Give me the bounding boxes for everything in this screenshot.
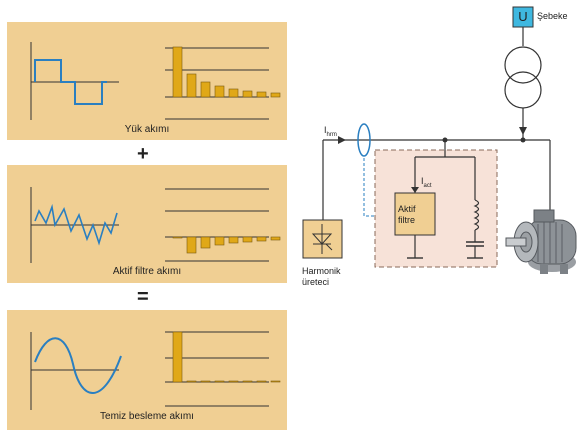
- load-spectrum-bar: [214, 85, 225, 98]
- active-current-main: I: [421, 176, 424, 186]
- load-spectrum-bar: [200, 81, 211, 98]
- active-current-label: Iact: [421, 176, 432, 192]
- harmonic-current-arrow: [338, 136, 346, 144]
- filter-spectrum-bar: [228, 236, 239, 244]
- clean-spectrum-bar: [200, 380, 211, 383]
- generator-label-line2: üreteci: [302, 277, 330, 287]
- filter-spectrum-bar: [200, 236, 211, 249]
- source-symbol: U: [518, 9, 528, 24]
- filter-spectrum-bar: [172, 236, 183, 239]
- inductor-symbol: [473, 199, 480, 231]
- clean-supply-waveform: [30, 332, 122, 410]
- filter-spectrum-bar: [270, 236, 281, 241]
- filter-spectrum-bar: [214, 236, 225, 246]
- clean-spectrum-bar: [270, 380, 281, 383]
- load-spectrum-bar: [256, 91, 267, 98]
- load-current-spectrum: [165, 46, 281, 120]
- active-filter-caption: Aktif filtre akımı: [112, 266, 182, 277]
- clean-spectrum-bar: [214, 380, 225, 383]
- load-spectrum-bar: [242, 90, 253, 98]
- load-current-waveform: [30, 42, 119, 120]
- harmonic-current-main: I: [324, 125, 327, 135]
- clean-spectrum-bar: [172, 331, 183, 383]
- clean-supply-graphics: [30, 331, 281, 410]
- active-filter-spectrum: [165, 188, 281, 262]
- clean-supply-spectrum: [165, 331, 281, 407]
- filter-spectrum-bar: [242, 236, 253, 243]
- source-label: Şebeke: [537, 11, 568, 21]
- motor-image: [505, 209, 577, 274]
- load-spectrum-bar: [186, 73, 197, 98]
- equals-operator: =: [137, 286, 149, 308]
- plus-operator: +: [137, 143, 149, 165]
- filter-spectrum-bar: [256, 236, 267, 242]
- active-filter-graphics: [30, 187, 281, 263]
- clean-spectrum-bar: [228, 380, 239, 383]
- load-current-graphics: [30, 42, 281, 120]
- current-sensor-ring: [357, 123, 371, 157]
- filter-label-line2: filtre: [398, 215, 416, 225]
- load-spectrum-bar: [228, 88, 239, 98]
- load-current-panel: Yük akımı: [7, 22, 287, 140]
- active-filter-waveform: [30, 187, 119, 263]
- harmonic-current-sub: hrm: [326, 131, 337, 138]
- active-current-arrow: [411, 187, 419, 193]
- load-spectrum-bar: [270, 92, 281, 98]
- clean-spectrum-bar: [256, 380, 267, 383]
- clean-supply-panel: Temiz besleme akımı: [7, 310, 287, 430]
- transformer-symbol: [504, 46, 542, 109]
- active-current-sub: act: [423, 182, 432, 189]
- thyristor-icon: [311, 224, 333, 254]
- clean-spectrum-bar: [242, 380, 253, 383]
- harmonic-current-label: Ihrm: [324, 125, 337, 141]
- load-current-caption: Yük akımı: [124, 124, 170, 135]
- active-filter-panel: Aktif filtre akımı: [7, 165, 287, 283]
- clean-spectrum-bar: [186, 380, 197, 383]
- clean-supply-caption: Temiz besleme akımı: [100, 411, 194, 422]
- bus-junction-right: [520, 137, 526, 143]
- load-spectrum-bar: [172, 46, 183, 98]
- supply-arrow: [519, 127, 527, 135]
- filter-label-line1: Aktif: [398, 204, 416, 214]
- generator-label-line1: Harmonik: [302, 266, 341, 276]
- filter-spectrum-bar: [186, 236, 197, 254]
